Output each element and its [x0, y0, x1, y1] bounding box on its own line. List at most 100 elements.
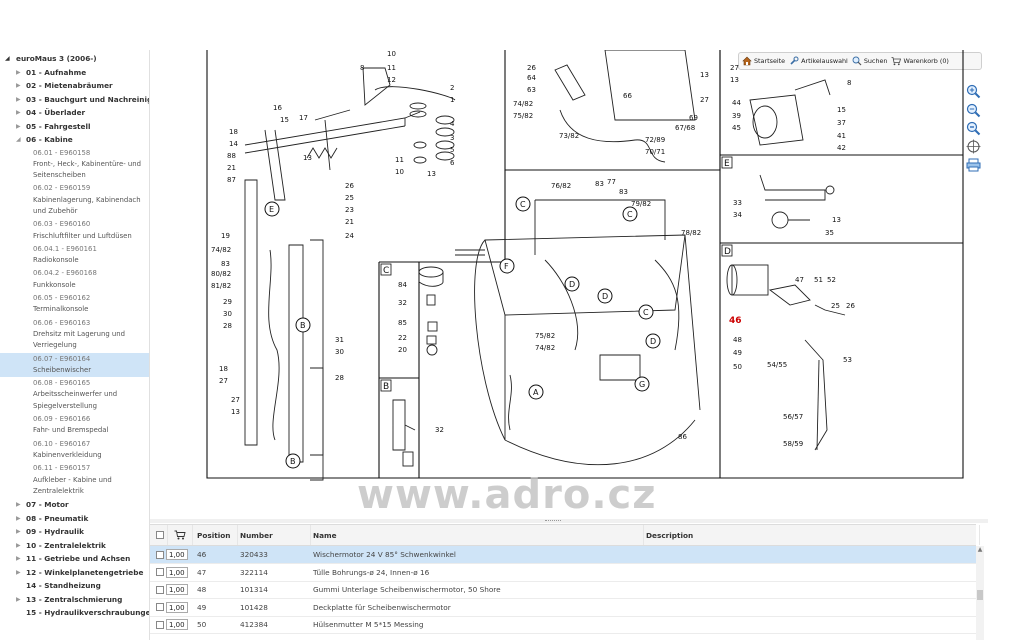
- tree-section[interactable]: ▶03 - Bauchgurt und Nachreinigung: [0, 93, 149, 107]
- callout-label[interactable]: 85: [398, 319, 407, 327]
- callout-label[interactable]: 74/82: [535, 344, 555, 352]
- callout-label[interactable]: 78/82: [681, 229, 701, 237]
- callout-label[interactable]: 8: [360, 64, 364, 72]
- tree-section[interactable]: ▶05 - Fahrgestell: [0, 120, 149, 134]
- tree-section-open[interactable]: ◢06 - Kabine: [0, 133, 149, 147]
- callout-label[interactable]: 69: [689, 114, 698, 122]
- callout-label[interactable]: 11: [387, 64, 396, 72]
- pane-splitter[interactable]: [150, 519, 988, 523]
- callout-label[interactable]: 77: [607, 178, 616, 186]
- expand-arrow-icon[interactable]: ▶: [16, 122, 21, 130]
- zoom-reset-icon[interactable]: [966, 121, 981, 136]
- cart-button[interactable]: Warenkorb (0): [891, 56, 949, 66]
- quantity-input[interactable]: 1,00: [166, 549, 188, 560]
- callout-label[interactable]: 81/82: [211, 282, 231, 290]
- tree-section[interactable]: ▶09 - Hydraulik: [0, 525, 149, 539]
- print-icon[interactable]: [966, 157, 981, 172]
- home-button[interactable]: Startseite: [742, 56, 785, 66]
- callout-label[interactable]: 54/55: [767, 361, 787, 369]
- callout-label[interactable]: 25: [831, 302, 840, 310]
- callout-label[interactable]: 6: [450, 159, 455, 167]
- callout-label[interactable]: 44: [732, 99, 741, 107]
- callout-label[interactable]: 27: [700, 96, 709, 104]
- callout-label[interactable]: 13: [700, 71, 709, 79]
- callout-label[interactable]: 8: [847, 79, 851, 87]
- callout-label[interactable]: 76/82: [551, 182, 571, 190]
- callout-label[interactable]: 5: [450, 146, 454, 154]
- scrollbar-thumb[interactable]: [977, 590, 983, 600]
- collapse-arrow-icon[interactable]: ◢: [16, 136, 21, 143]
- quantity-input[interactable]: 1,00: [166, 584, 188, 595]
- callout-label[interactable]: 16: [273, 104, 282, 112]
- expand-arrow-icon[interactable]: ▶: [16, 95, 21, 103]
- zoom-in-icon[interactable]: [966, 84, 981, 99]
- callout-label[interactable]: 30: [335, 348, 344, 356]
- callout-label[interactable]: 30: [223, 310, 232, 318]
- callout-label[interactable]: 66: [623, 92, 632, 100]
- callout-label[interactable]: 10: [387, 50, 396, 58]
- callout-label[interactable]: 67/68: [675, 124, 695, 132]
- callout-label[interactable]: 4: [450, 120, 455, 128]
- callout-label[interactable]: 25: [345, 194, 354, 202]
- callout-label[interactable]: 42: [837, 144, 846, 152]
- tree-section[interactable]: 14 - Standheizung: [0, 579, 149, 593]
- expand-arrow-icon[interactable]: ▶: [16, 68, 21, 76]
- callout-label[interactable]: 22: [398, 334, 407, 342]
- expand-arrow-icon[interactable]: ▶: [16, 528, 21, 536]
- callout-label[interactable]: 35: [825, 229, 834, 237]
- callout-label[interactable]: 45: [732, 124, 741, 132]
- callout-label[interactable]: 75/82: [513, 112, 533, 120]
- callout-label[interactable]: 27: [219, 377, 228, 385]
- callout-label[interactable]: 3: [450, 134, 454, 142]
- tree-section[interactable]: ▶12 - Winkelplanetengetriebe: [0, 566, 149, 580]
- callout-label[interactable]: 14: [229, 140, 238, 148]
- collapse-arrow-icon[interactable]: ◢: [5, 55, 10, 62]
- callout-label[interactable]: 27: [730, 64, 739, 72]
- tree-section[interactable]: ▶04 - Überlader: [0, 106, 149, 120]
- callout-label[interactable]: 18: [229, 128, 238, 136]
- callout-label[interactable]: 18: [219, 365, 228, 373]
- callout-label[interactable]: 58/59: [783, 440, 803, 448]
- callout-label[interactable]: 72/89: [645, 136, 665, 144]
- callout-label[interactable]: 47: [795, 276, 804, 284]
- quantity-input[interactable]: 1,00: [166, 601, 188, 613]
- callout-label[interactable]: 1: [450, 96, 454, 104]
- callout-label[interactable]: 63: [527, 86, 536, 94]
- callout-label[interactable]: 15: [280, 116, 289, 124]
- callout-label[interactable]: 13: [303, 154, 312, 162]
- callout-label[interactable]: 80/82: [211, 270, 231, 278]
- callout-label[interactable]: 83: [619, 188, 628, 196]
- expand-arrow-icon[interactable]: ▶: [16, 595, 21, 603]
- callout-label[interactable]: 41: [837, 132, 846, 140]
- callout-label[interactable]: 84: [398, 281, 407, 289]
- callout-label[interactable]: 20: [398, 346, 407, 354]
- tree-section[interactable]: ▶01 - Aufnahme: [0, 66, 149, 80]
- callout-label[interactable]: 34: [733, 211, 742, 219]
- callout-label[interactable]: 83: [221, 260, 230, 268]
- expand-arrow-icon[interactable]: ▶: [16, 541, 21, 549]
- callout-label[interactable]: 12: [387, 76, 396, 84]
- callout-label[interactable]: 28: [223, 322, 232, 330]
- callout-label[interactable]: 27: [231, 396, 240, 404]
- callout-label[interactable]: 11: [395, 156, 404, 164]
- callout-label[interactable]: 13: [832, 216, 841, 224]
- expand-arrow-icon[interactable]: ▶: [16, 514, 21, 522]
- tree-section[interactable]: ▶07 - Motor: [0, 498, 149, 512]
- callout-label[interactable]: 50: [733, 363, 742, 371]
- expand-arrow-icon[interactable]: ▶: [16, 501, 21, 509]
- callout-label[interactable]: 74/82: [211, 246, 231, 254]
- tree-section[interactable]: ▶08 - Pneumatik: [0, 512, 149, 526]
- row-checkbox[interactable]: [156, 585, 164, 594]
- callout-label[interactable]: 13: [730, 76, 739, 84]
- callout-label[interactable]: 39: [732, 112, 741, 120]
- scroll-up-icon[interactable]: ▲: [977, 546, 983, 553]
